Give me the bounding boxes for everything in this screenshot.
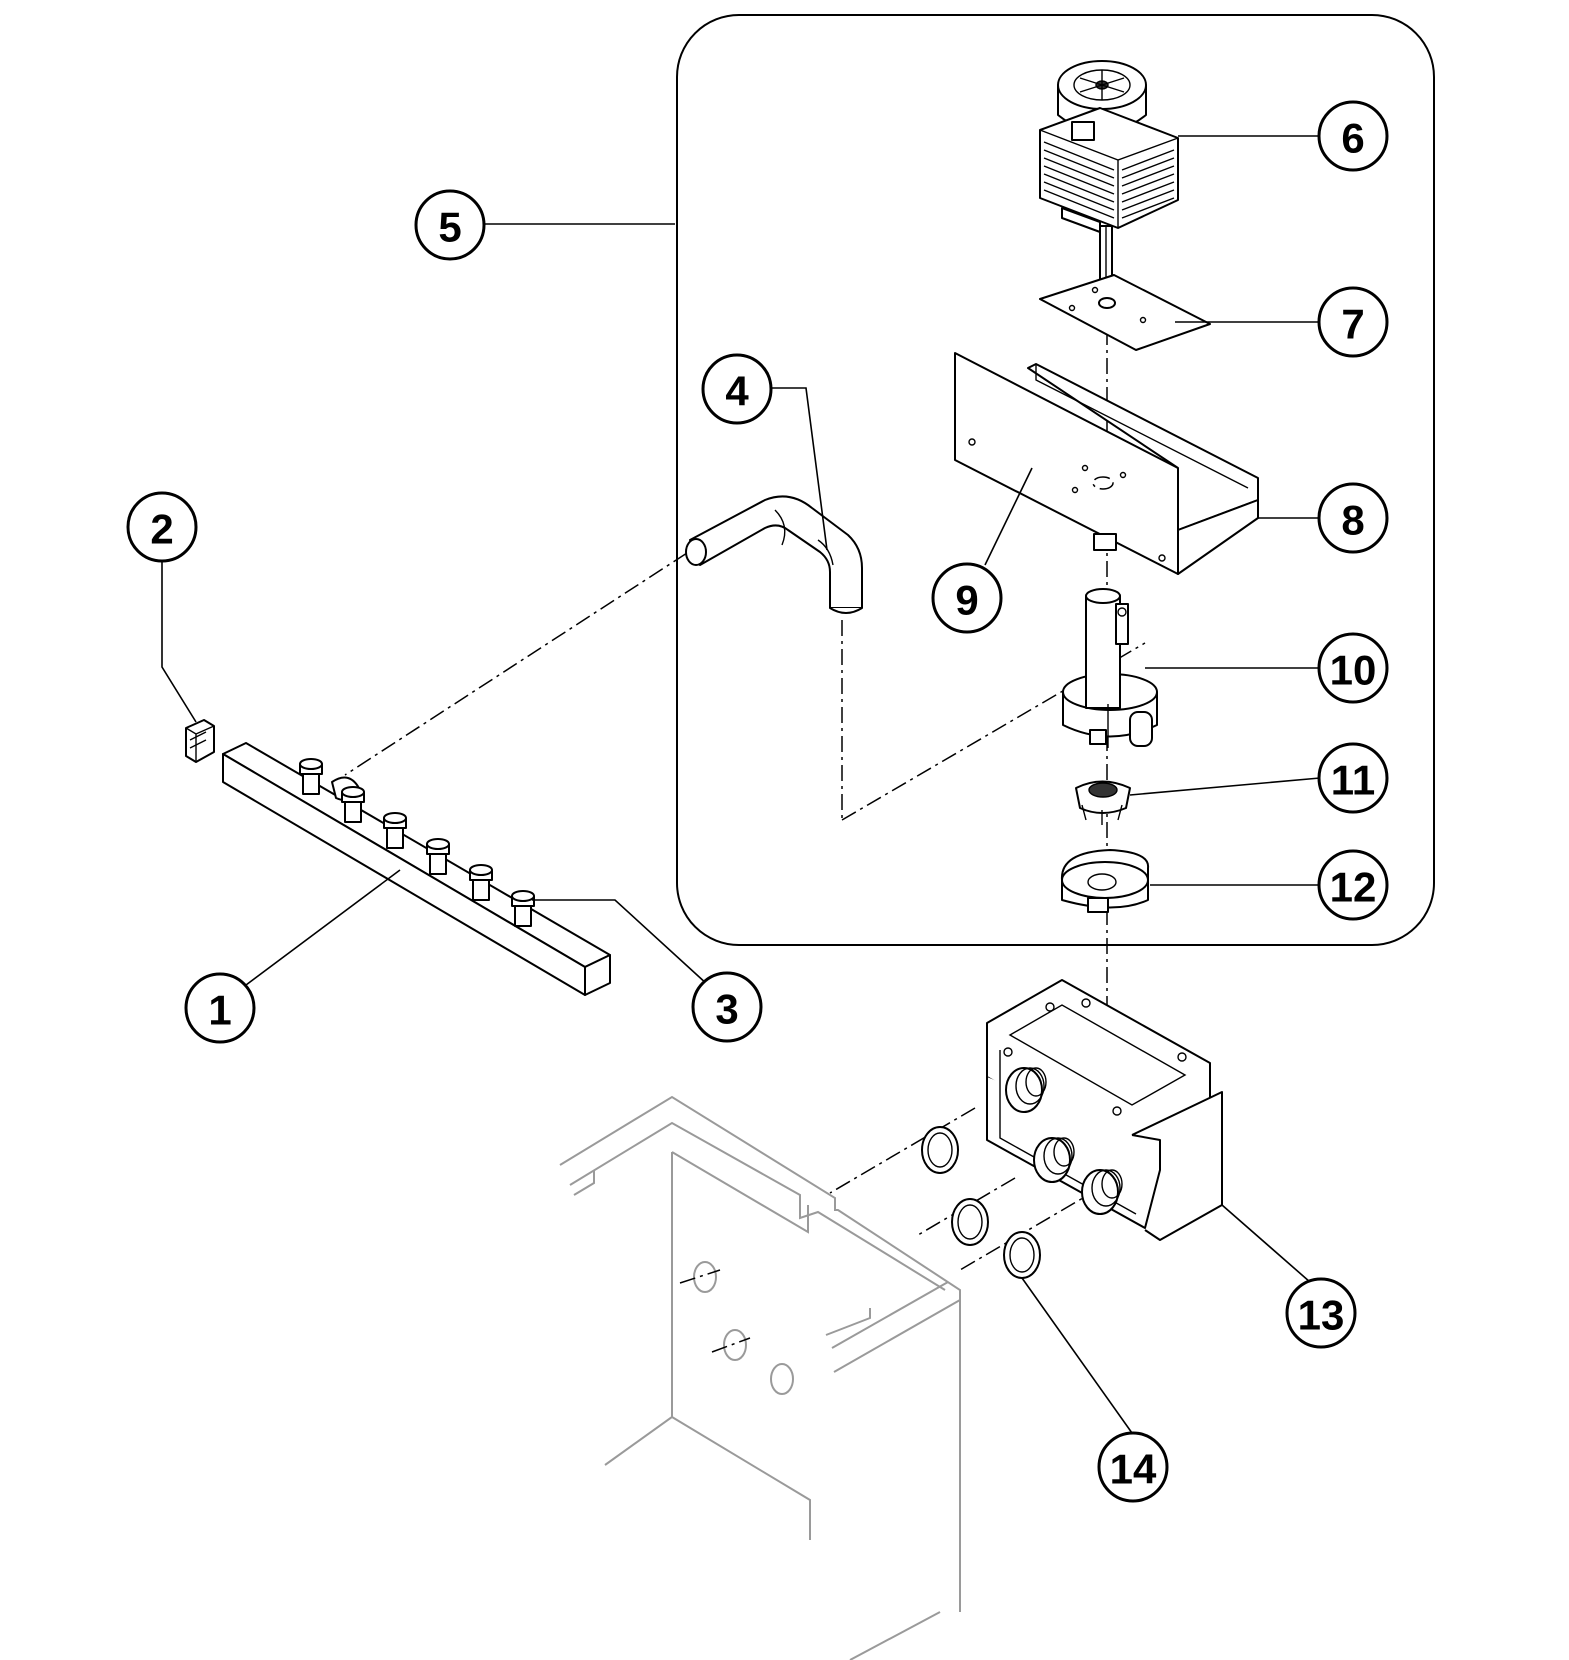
callout-9-label: 9	[955, 577, 978, 624]
callout-12: 12	[1317, 849, 1389, 921]
pump-housing	[1062, 588, 1158, 748]
callout-6-label: 6	[1341, 115, 1364, 162]
callout-9: 9	[931, 562, 1003, 634]
callout-8: 8	[1317, 482, 1389, 554]
tank-box	[986, 979, 1223, 1241]
elbow-pipe	[685, 495, 863, 614]
callout-1: 1	[184, 972, 256, 1044]
callout-13: 13	[1285, 1277, 1357, 1349]
callout-3-label: 3	[715, 986, 738, 1033]
end-cap	[185, 719, 215, 763]
callout-8-label: 8	[1341, 497, 1364, 544]
basin-outline	[559, 1095, 961, 1660]
callout-5: 5	[414, 189, 486, 261]
callout-4: 4	[701, 353, 773, 425]
callout-10: 10	[1317, 632, 1389, 704]
motor	[1039, 60, 1179, 303]
callout-4-label: 4	[725, 368, 749, 415]
callout-11-label: 11	[1331, 757, 1375, 804]
gasket-plate	[1039, 274, 1211, 351]
volute-base	[1060, 849, 1150, 913]
leader-lines	[161, 135, 1321, 1434]
callout-7: 7	[1317, 286, 1389, 358]
nozzles	[299, 758, 535, 927]
callout-14: 14	[1097, 1431, 1169, 1503]
callout-7-label: 7	[1341, 301, 1364, 348]
callout-3: 3	[691, 971, 763, 1043]
manifold-bar	[222, 742, 611, 996]
mounting-bracket	[954, 352, 1259, 575]
impeller	[1075, 780, 1131, 825]
callout-6: 6	[1317, 100, 1389, 172]
callout-11: 11	[1317, 742, 1389, 814]
callout-10-label: 10	[1330, 647, 1377, 694]
callout-12-label: 12	[1330, 864, 1377, 911]
threaded-ports	[1005, 1067, 1123, 1215]
callout-1-label: 1	[208, 987, 231, 1034]
callout-5-label: 5	[438, 204, 461, 251]
callout-13-label: 13	[1298, 1292, 1345, 1339]
callout-14-label: 14	[1110, 1446, 1157, 1493]
callout-2: 2	[126, 491, 198, 563]
callout-2-label: 2	[150, 506, 173, 553]
assembly-group-frame	[676, 14, 1435, 946]
